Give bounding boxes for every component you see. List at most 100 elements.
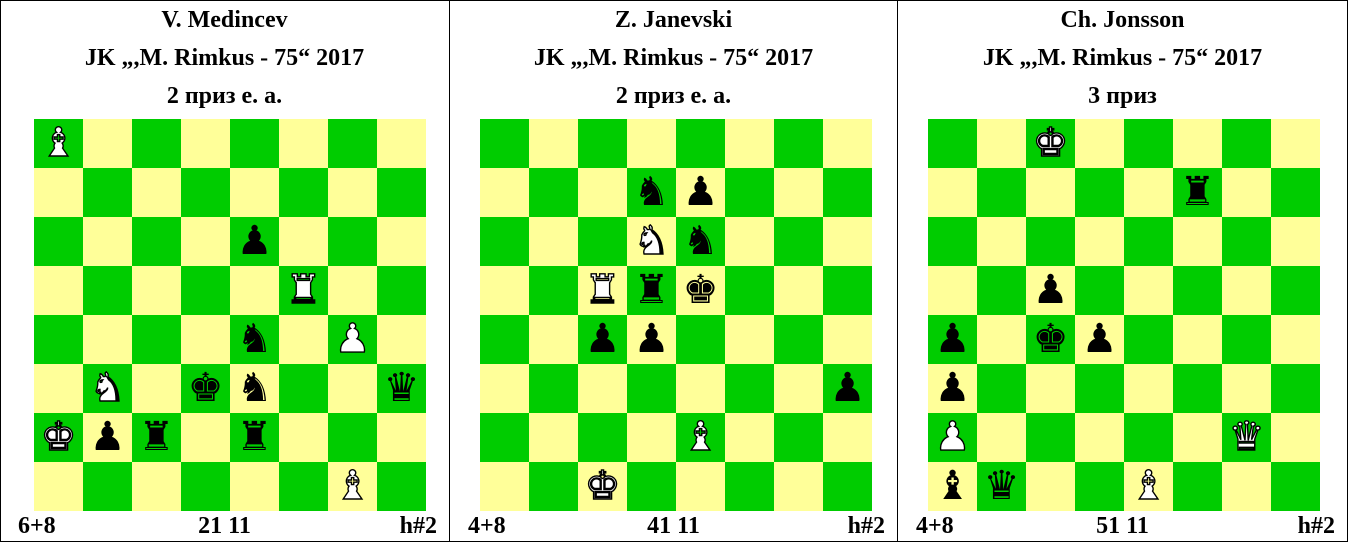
square-h6 [823,217,872,266]
chessboard: ♚♜♟♟♚♟♟♟♛♝♛♝ [928,119,1320,511]
problem-code: 51 11 [898,511,1347,541]
square-b4 [529,315,578,364]
square-b7 [83,168,132,217]
author: Ch. Jonsson [898,6,1347,34]
square-d1 [1075,462,1124,511]
white-bishop-icon: ♝ [328,462,377,511]
square-e4 [1124,315,1173,364]
square-e5 [1124,266,1173,315]
black-rook-icon: ♜ [627,266,676,315]
square-g6 [774,217,823,266]
black-knight-icon: ♞ [230,364,279,413]
diagram-footer: 4+8 41 11 h#2 [450,511,897,541]
stipulation: h#2 [400,511,437,541]
black-knight-icon: ♞ [627,168,676,217]
square-b5 [529,266,578,315]
square-d4: ♟ [627,315,676,364]
square-c2: ♜ [132,413,181,462]
square-c4: ♟ [578,315,627,364]
square-g8 [328,119,377,168]
award: 2 приз е. а. [0,82,449,110]
square-a5 [480,266,529,315]
diagram-footer: 6+8 21 11 h#2 [0,511,449,541]
square-e2 [1124,413,1173,462]
square-a6 [480,217,529,266]
square-h3 [1271,364,1320,413]
square-b3 [529,364,578,413]
white-knight-icon: ♞ [627,217,676,266]
square-b7 [529,168,578,217]
square-a6 [928,217,977,266]
author: Z. Janevski [450,6,897,34]
square-c1: ♚ [578,462,627,511]
square-f3 [1173,364,1222,413]
square-b1: ♛ [977,462,1026,511]
square-e2: ♝ [676,413,725,462]
square-b3: ♞ [83,364,132,413]
square-d6 [1075,217,1124,266]
square-h7 [377,168,426,217]
square-h5 [823,266,872,315]
square-c4 [132,315,181,364]
white-king-icon: ♚ [1026,119,1075,168]
square-c4: ♚ [1026,315,1075,364]
square-d5 [181,266,230,315]
square-f1 [279,462,328,511]
square-f5: ♜ [279,266,328,315]
square-b8 [83,119,132,168]
square-f6 [279,217,328,266]
square-g7 [774,168,823,217]
black-knight-icon: ♞ [230,315,279,364]
square-e3: ♞ [230,364,279,413]
square-f2 [279,413,328,462]
black-king-icon: ♚ [676,266,725,315]
square-f3 [279,364,328,413]
problem-1: V. Medincev JK „,M. Rimkus - 75“ 2017 2 … [0,0,449,542]
square-e7: ♟ [676,168,725,217]
square-e1 [676,462,725,511]
source: JK „,M. Rimkus - 75“ 2017 [0,44,449,72]
square-a8 [480,119,529,168]
square-f8 [725,119,774,168]
source: JK „,M. Rimkus - 75“ 2017 [450,44,897,72]
square-f4 [1173,315,1222,364]
black-pawn-icon: ♟ [1026,266,1075,315]
square-c7 [132,168,181,217]
square-a3: ♟ [928,364,977,413]
square-f5 [1173,266,1222,315]
square-a3 [34,364,83,413]
square-d4: ♟ [1075,315,1124,364]
square-f2 [725,413,774,462]
square-c5: ♟ [1026,266,1075,315]
square-b5 [83,266,132,315]
square-h8 [1271,119,1320,168]
square-f4 [279,315,328,364]
square-g7 [1222,168,1271,217]
square-b4 [83,315,132,364]
square-g7 [328,168,377,217]
square-a7 [34,168,83,217]
square-a8: ♝ [34,119,83,168]
square-d5: ♜ [627,266,676,315]
square-e3 [676,364,725,413]
square-b4 [977,315,1026,364]
stipulation: h#2 [1298,511,1335,541]
square-g4: ♟ [328,315,377,364]
square-f1 [1173,462,1222,511]
black-rook-icon: ♜ [1173,168,1222,217]
square-d7 [1075,168,1124,217]
square-a4 [480,315,529,364]
square-c7 [578,168,627,217]
square-a6 [34,217,83,266]
square-h7 [823,168,872,217]
square-f6 [1173,217,1222,266]
square-g2: ♛ [1222,413,1271,462]
problem-2: Z. Janevski JK „,M. Rimkus - 75“ 2017 2 … [450,0,897,542]
square-g2 [774,413,823,462]
square-h6 [377,217,426,266]
white-pawn-icon: ♟ [928,413,977,462]
black-pawn-icon: ♟ [823,364,872,413]
black-bishop-icon: ♝ [928,462,977,511]
square-h7 [1271,168,1320,217]
square-c6 [1026,217,1075,266]
